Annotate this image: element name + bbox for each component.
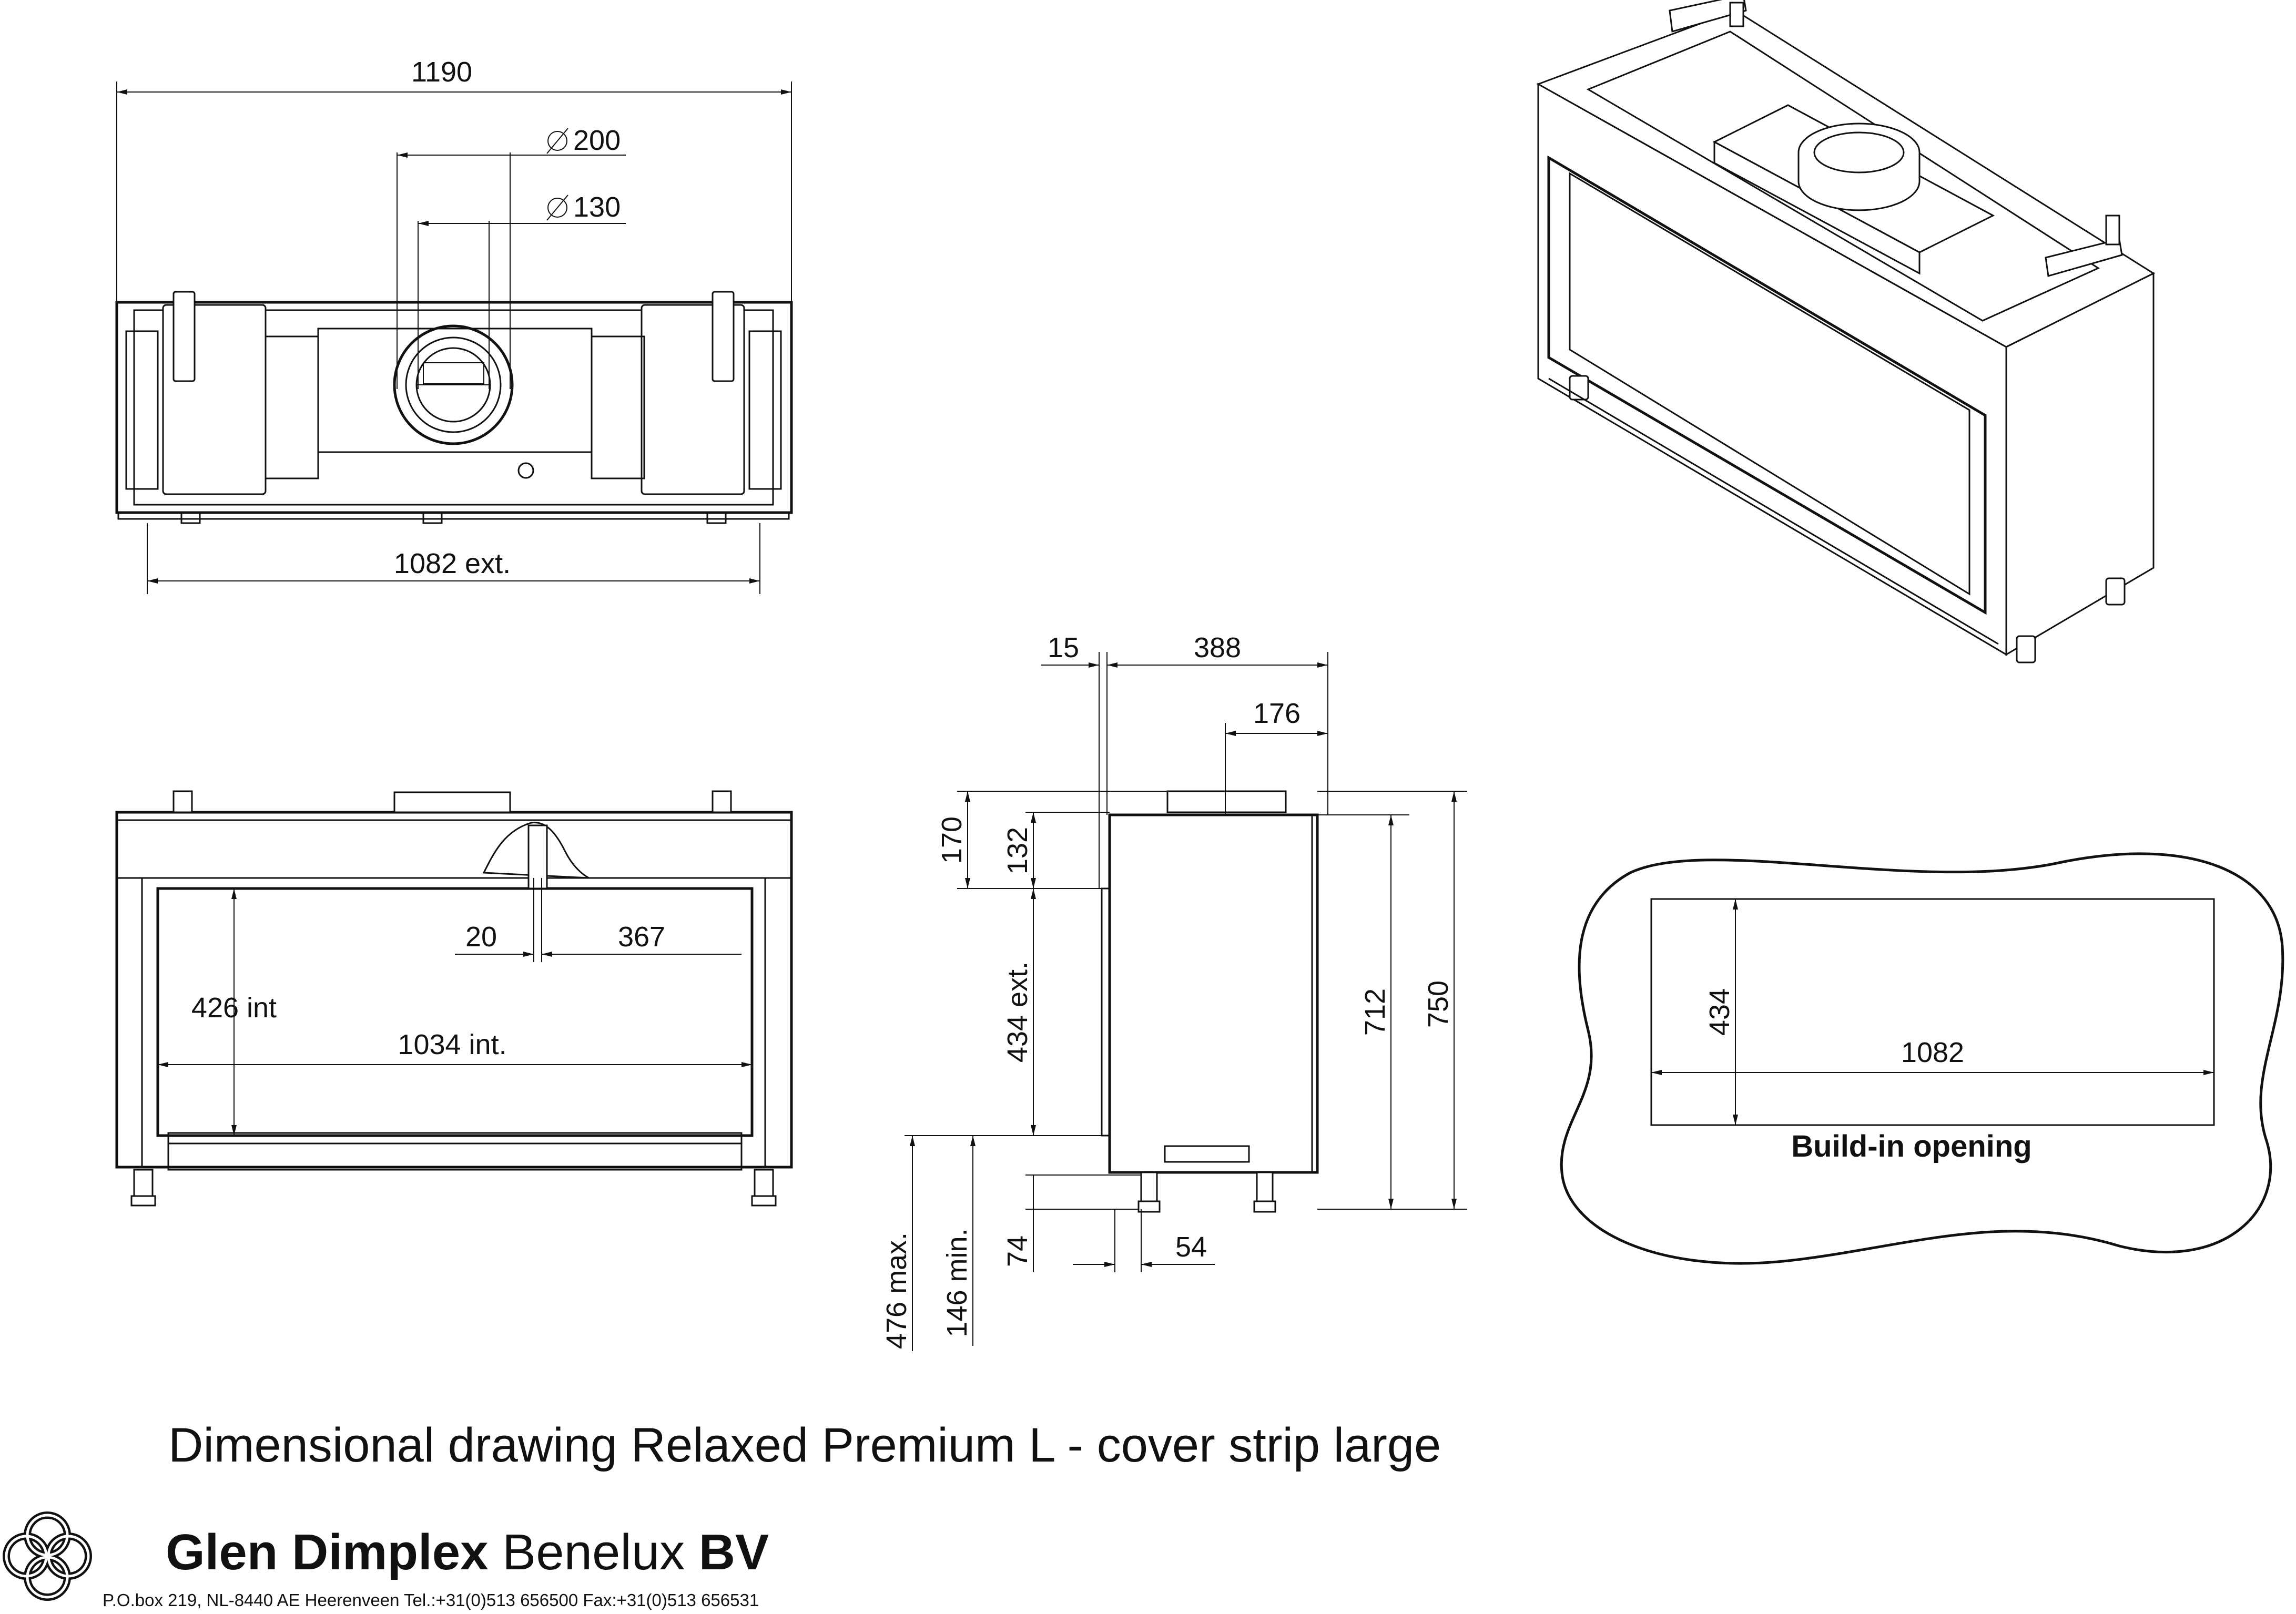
dim-dia-200: 200 (573, 125, 621, 156)
dim-146-min: 146 min. (941, 1228, 973, 1337)
dim-434-ext: 434 ext. (1002, 962, 1033, 1063)
dim-132: 132 (1002, 827, 1033, 874)
dim-176: 176 (1253, 698, 1301, 729)
isometric-view (1536, 0, 2156, 663)
dim-opening-434: 434 (1704, 988, 1735, 1036)
build-in-opening: 434 1082 Build-in opening (1560, 852, 2284, 1265)
dim-opening-1082: 1082 (1901, 1037, 1964, 1068)
dim-dia-130: 130 (573, 191, 621, 223)
front-opening (156, 887, 754, 1137)
front-view: 20 367 426 int 1034 int. (115, 790, 793, 1207)
side-view: 15 388 176 170 132 434 ext. 74 146 min. (881, 632, 1467, 1351)
dim-20: 20 (465, 921, 497, 953)
dim-712: 712 (1359, 988, 1391, 1036)
diameter-icon (546, 128, 568, 154)
dim-426-int: 426 int (191, 992, 277, 1024)
dim-750: 750 (1423, 980, 1454, 1028)
dim-1190: 1190 (411, 56, 472, 88)
drawing-caption: Dimensional drawing Relaxed Premium L - … (168, 1418, 1441, 1472)
celtic-knot-logo (3, 1511, 92, 1601)
dim-1034-int: 1034 int. (398, 1029, 506, 1060)
top-view: 1190 200 130 (115, 56, 793, 594)
diameter-icon (546, 195, 568, 221)
build-in-opening-label: Build-in opening (1791, 1129, 2031, 1163)
wall-outline (1560, 852, 2284, 1265)
dim-388: 388 (1194, 632, 1241, 663)
flue-outer (393, 324, 514, 445)
dim-54: 54 (1175, 1231, 1207, 1263)
company-address: P.O.box 219, NL-8440 AE Heerenveen Tel.:… (103, 1590, 759, 1610)
dim-74: 74 (1002, 1235, 1033, 1267)
dim-476-max: 476 max. (881, 1232, 912, 1349)
dim-1082-ext: 1082 ext. (394, 548, 511, 579)
opening-rect (1650, 898, 2215, 1126)
front-view-body (115, 811, 793, 1169)
dim-367: 367 (618, 921, 665, 953)
company-name: Glen Dimplex Benelux BV (166, 1524, 769, 1580)
side-view-body (1108, 813, 1319, 1174)
dim-170: 170 (936, 816, 968, 864)
dim-15: 15 (1048, 632, 1079, 663)
